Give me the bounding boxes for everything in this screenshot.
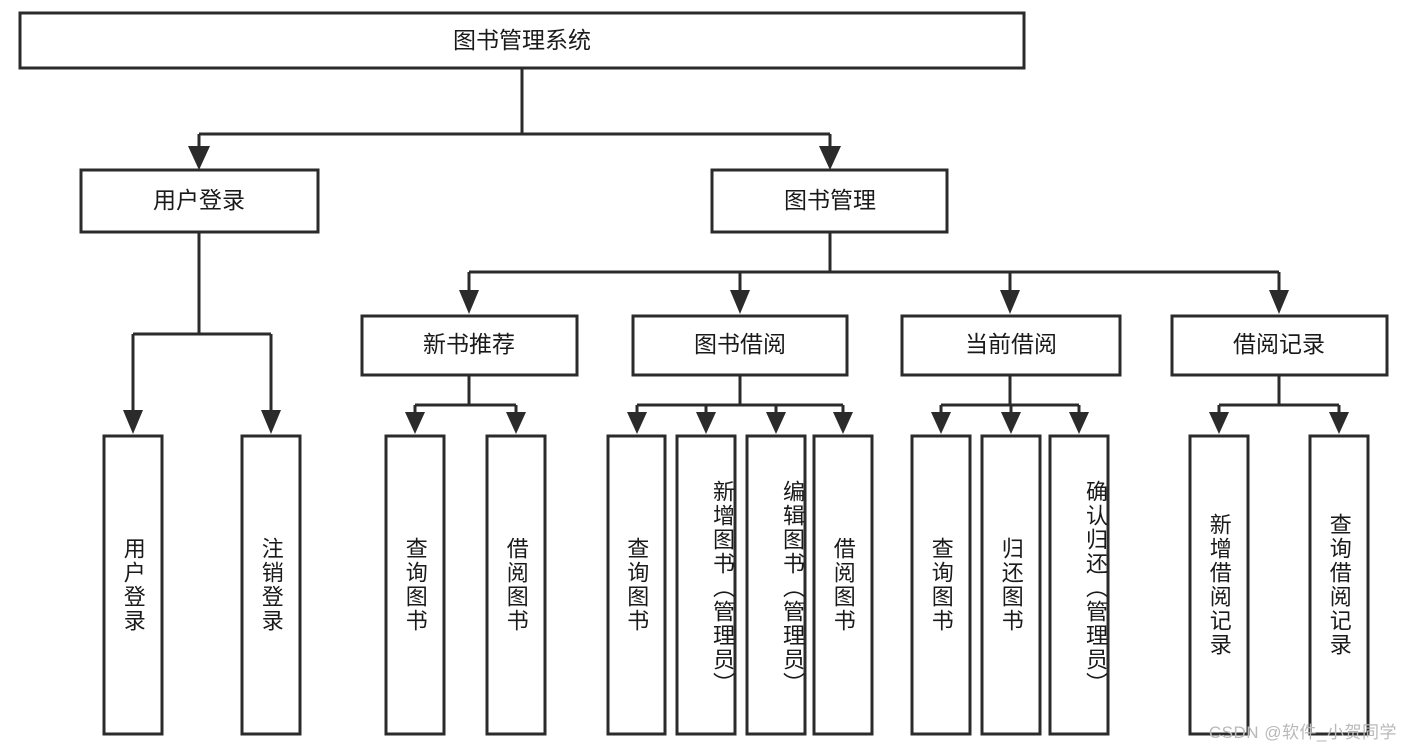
connector-group-current-borrow bbox=[931, 375, 1089, 434]
leaf-rect-borrow-book-1[interactable] bbox=[485, 434, 547, 736]
node-book-management-label: 图书管理 bbox=[784, 187, 876, 213]
node-current-borrow-rect bbox=[900, 314, 1122, 377]
arrow-head-leaf-add-record bbox=[1209, 412, 1229, 434]
node-book-borrow-label: 图书借阅 bbox=[694, 331, 786, 357]
leaf-rect-add-record[interactable] bbox=[1188, 434, 1250, 736]
leaf-rect-query-book-1[interactable] bbox=[384, 434, 446, 736]
arrow-head-user-login bbox=[188, 146, 210, 170]
node-root-rect bbox=[18, 11, 1026, 70]
node-root-book-management-system[interactable]: 图书管理系统 bbox=[18, 11, 1026, 70]
connector-group-book-borrow bbox=[627, 375, 853, 434]
node-borrow-record[interactable]: 借阅记录 bbox=[1170, 314, 1389, 377]
node-borrow-record-rect bbox=[1170, 314, 1389, 377]
arrow-head-leaf-return-book bbox=[1001, 412, 1021, 434]
leaf-rect-borrow-book-2[interactable] bbox=[812, 434, 874, 736]
arrow-head-leaf-logout bbox=[261, 410, 281, 434]
node-user-login[interactable]: 用户登录 bbox=[79, 168, 320, 234]
leaf-rect-query-book-2[interactable] bbox=[606, 434, 667, 736]
leaf-rect-query-book-3[interactable] bbox=[910, 434, 972, 736]
leaf-rect-confirm-return[interactable] bbox=[1048, 434, 1110, 736]
node-borrow-record-label: 借阅记录 bbox=[1233, 331, 1325, 357]
node-book-borrow[interactable]: 图书借阅 bbox=[631, 314, 849, 377]
node-book-borrow-rect bbox=[631, 314, 849, 377]
connector-group-root bbox=[188, 68, 841, 170]
arrow-head-leaf-confirm-return bbox=[1069, 412, 1089, 434]
node-root-label: 图书管理系统 bbox=[453, 27, 591, 53]
node-new-book-recommend[interactable]: 新书推荐 bbox=[360, 314, 579, 377]
connector-group-book-mgmt bbox=[459, 232, 1289, 314]
leaf-rect-query-record[interactable] bbox=[1308, 434, 1370, 736]
leaf-rect-edit-book[interactable] bbox=[745, 434, 807, 736]
arrow-head-leaf-borrow-book-1 bbox=[506, 412, 526, 434]
leaf-rect-user-login[interactable] bbox=[102, 434, 164, 736]
connector-group-new-book bbox=[405, 375, 526, 434]
arrow-head-book-mgmt bbox=[819, 146, 841, 170]
leaf-rect-add-book[interactable] bbox=[675, 434, 737, 736]
leaf-rect-return-book[interactable] bbox=[980, 434, 1042, 736]
arrow-head-leaf-query-record bbox=[1329, 412, 1349, 434]
leaf-node-rects bbox=[102, 434, 1370, 736]
arrow-head-new-book bbox=[459, 290, 479, 314]
connector-group-user-login bbox=[123, 232, 281, 434]
connector-group-borrow-record bbox=[1209, 375, 1349, 434]
arrow-head-leaf-add-book bbox=[696, 412, 716, 434]
node-book-management[interactable]: 图书管理 bbox=[710, 168, 949, 234]
arrow-head-borrow-record bbox=[1269, 290, 1289, 314]
node-new-book-recommend-label: 新书推荐 bbox=[423, 331, 515, 357]
node-current-borrow[interactable]: 当前借阅 bbox=[900, 314, 1122, 377]
arrow-head-leaf-edit-book bbox=[766, 412, 786, 434]
arrow-head-current-borrow bbox=[1000, 290, 1020, 314]
arrow-head-leaf-borrow-book-2 bbox=[833, 412, 853, 434]
node-book-management-rect bbox=[710, 168, 949, 234]
arrow-head-leaf-user-login bbox=[123, 410, 143, 434]
leaf-rect-logout[interactable] bbox=[240, 434, 302, 736]
arrow-head-leaf-query-book-2 bbox=[627, 412, 647, 434]
csdn-watermark: CSDN @软件_小贺同学 bbox=[1208, 723, 1397, 742]
node-user-login-rect bbox=[79, 168, 320, 234]
arrow-head-leaf-query-book-3 bbox=[931, 412, 951, 434]
node-user-login-label: 用户登录 bbox=[153, 187, 245, 213]
node-new-book-recommend-rect bbox=[360, 314, 579, 377]
node-current-borrow-label: 当前借阅 bbox=[965, 331, 1057, 357]
arrow-head-book-borrow bbox=[730, 290, 750, 314]
arrow-head-leaf-query-book-1 bbox=[405, 412, 425, 434]
